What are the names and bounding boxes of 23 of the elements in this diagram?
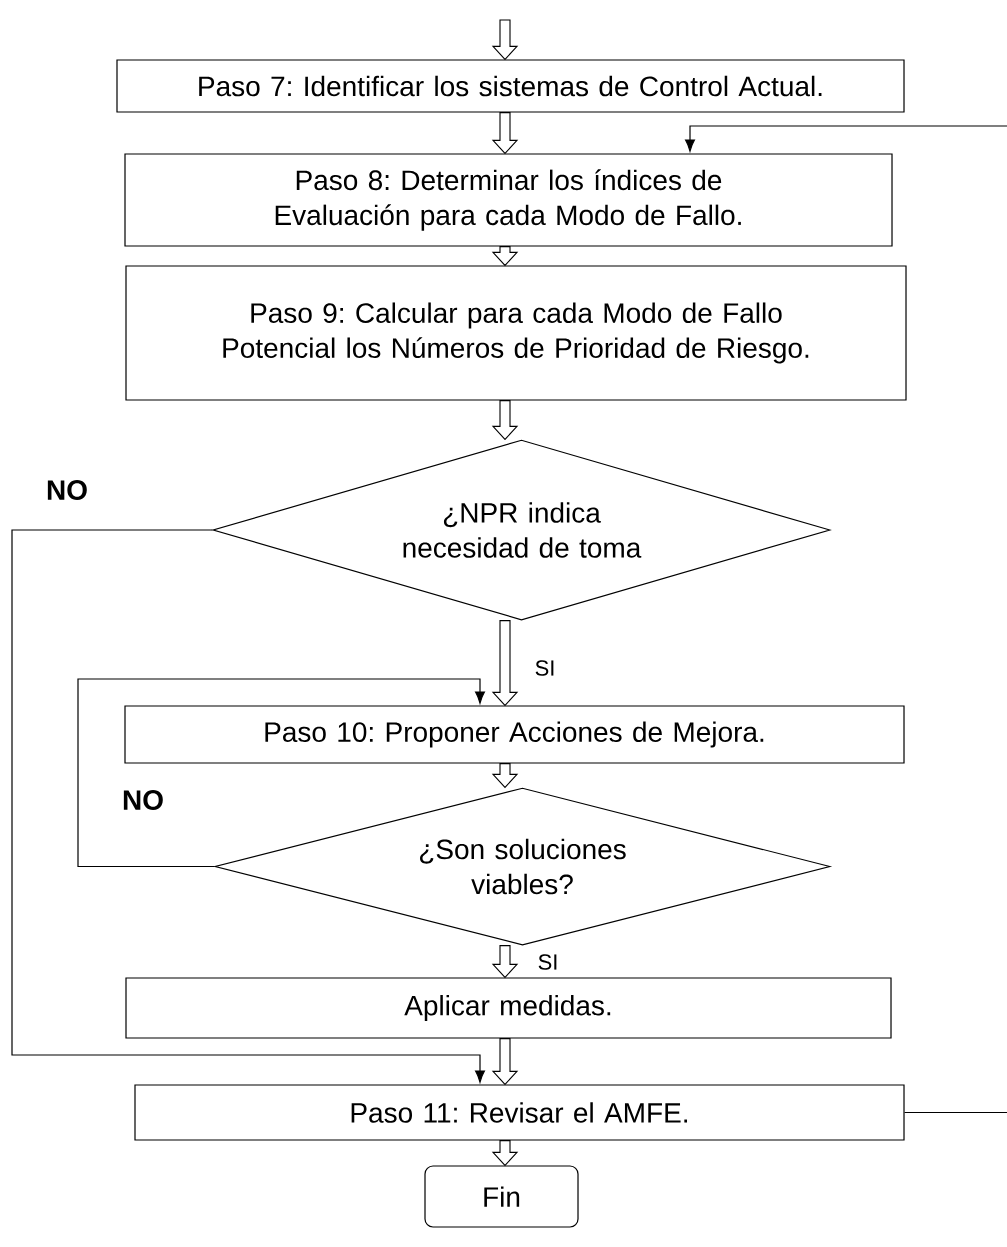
process-box: Paso 9: Calcular para cada Modo de Fallo Potencial los Números de Prioridad de Riesgo. <box>125 265 907 401</box>
arrow <box>77 678 486 868</box>
hollow-arrow <box>491 400 519 441</box>
hollow-arrow <box>491 112 519 155</box>
hollow-arrow <box>491 19 519 61</box>
edge-label: SI <box>535 952 561 972</box>
edge-label: NO <box>44 478 90 502</box>
hollow-arrow <box>491 620 519 707</box>
hollow-arrow <box>491 763 519 789</box>
process-box: Paso 10: Proponer Acciones de Mejora. <box>124 705 905 764</box>
hollow-arrow <box>491 1038 519 1086</box>
hollow-arrow <box>491 246 519 267</box>
edge-label: NO <box>120 788 166 812</box>
hollow-arrow <box>491 1140 519 1167</box>
edge-label: SI <box>532 658 558 678</box>
process-box: Paso 11: Revisar el AMFE. <box>134 1084 905 1141</box>
arrow <box>11 529 486 1083</box>
process-box: Paso 8: Determinar los índices de Evaluación para cada Modo de Fallo. <box>124 153 893 247</box>
end-terminal: Fin <box>424 1165 579 1228</box>
hollow-arrow <box>491 945 519 979</box>
arrow <box>685 125 1007 152</box>
process-box: Aplicar medidas. <box>125 977 892 1039</box>
process-box: Paso 7: Identificar los sistemas de Control Actual. <box>116 59 905 113</box>
